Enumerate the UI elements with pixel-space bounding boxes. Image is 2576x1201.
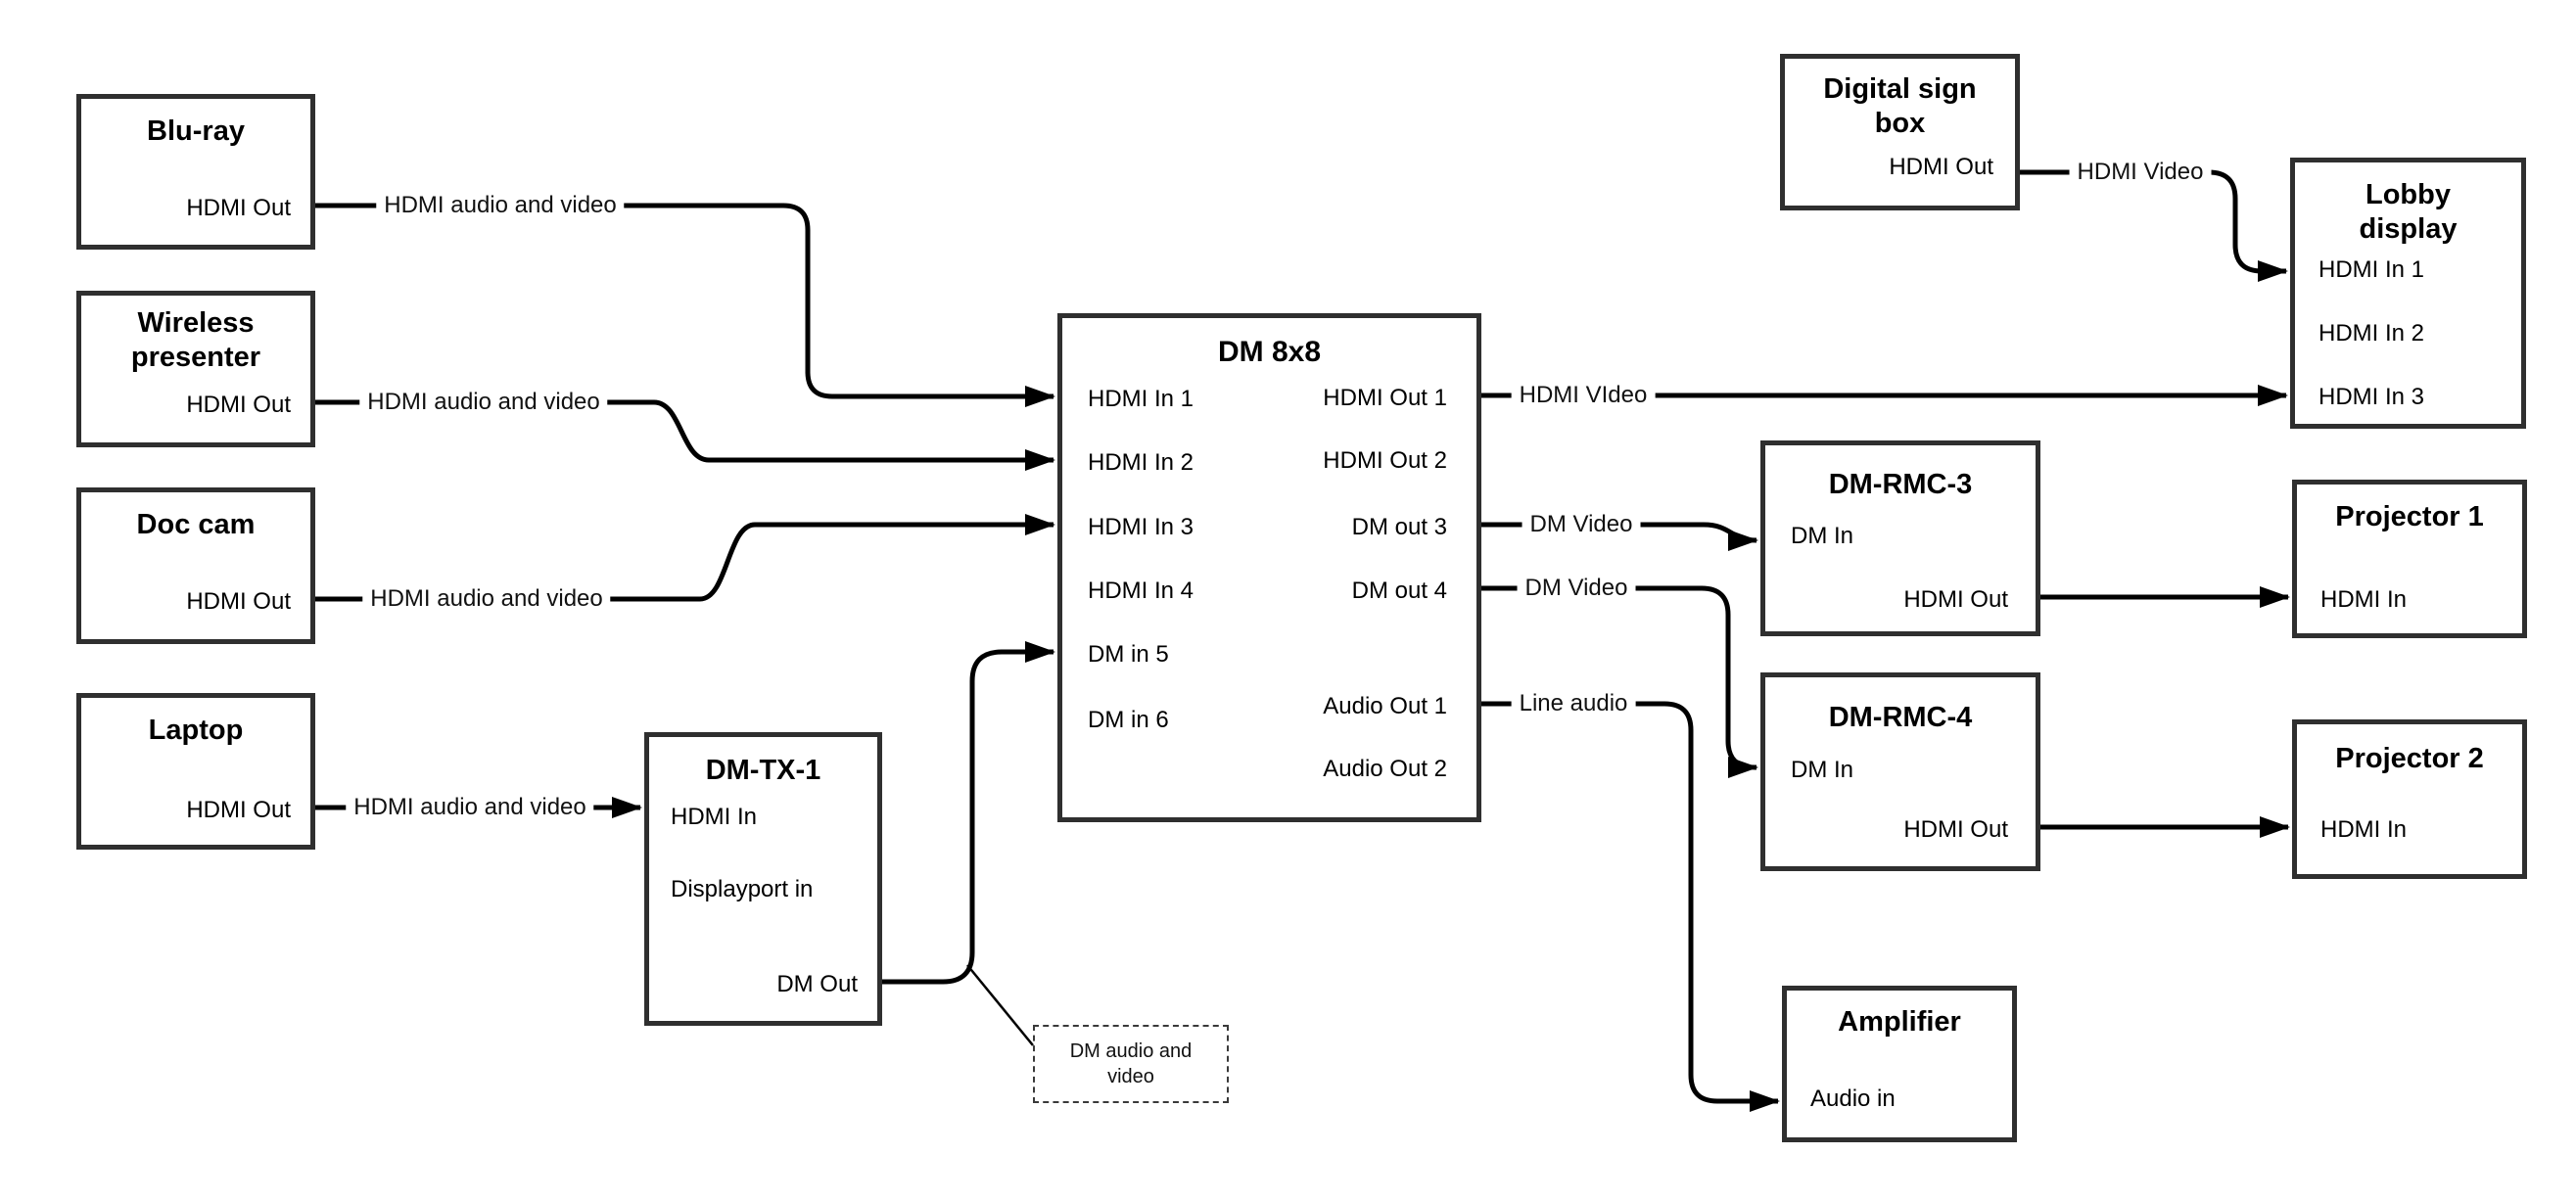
port-dmtx1-hdmi-in: HDMI In: [671, 804, 758, 830]
port-dm8x8-dm-in-5: DM in 5: [1088, 641, 1169, 668]
node-dmrmc4-title: DM-RMC-4: [1828, 702, 1973, 733]
node-amplifier: Amplifier Audio in: [1782, 986, 2017, 1142]
annotation-callout-line: [966, 964, 1034, 1046]
node-wireless-title-line1: Wireless: [137, 307, 255, 339]
port-digital-sign-hdmi-out: HDMI Out: [1889, 154, 1993, 180]
cable-label-wireless-hdmi-audio-video: HDMI audio and video: [359, 389, 608, 416]
annotation-line2: video: [1107, 1066, 1154, 1087]
port-projector1-hdmi-in: HDMI In: [2320, 586, 2408, 613]
node-laptop: Laptop HDMI Out: [76, 693, 315, 850]
port-dmrmc4-hdmi-out: HDMI Out: [1903, 816, 2008, 843]
node-dmrmc4: DM-RMC-4 DM In HDMI Out: [1760, 672, 2040, 871]
annotation-dm-audio-and-video: DM audio and video: [1033, 1025, 1229, 1103]
port-dm8x8-audio-out-2: Audio Out 2: [1323, 756, 1447, 782]
port-lobby-hdmi-in-1: HDMI In 1: [2318, 256, 2425, 283]
port-dm8x8-dm-out-4: DM out 4: [1351, 577, 1447, 604]
port-wireless-hdmi-out: HDMI Out: [186, 392, 291, 418]
node-digital-sign-title: Digital sign box: [1785, 72, 2015, 141]
node-bluray-title: Blu-ray: [147, 115, 245, 147]
node-digital-sign-title-line2: box: [1874, 108, 1926, 139]
node-digital-sign: Digital sign box HDMI Out: [1780, 54, 2020, 210]
cable-bluray-to-dm8x8-in1: [315, 203, 1055, 407]
node-dm8x8-title: DM 8x8: [1217, 336, 1322, 368]
cable-label-line-audio: Line audio: [1511, 690, 1636, 717]
cable-dmtx1-to-dm8x8-in5: [882, 641, 1055, 985]
port-dm8x8-audio-out-1: Audio Out 1: [1323, 693, 1447, 719]
node-wireless-title: Wireless presenter: [81, 306, 310, 375]
node-digital-sign-title-line1: Digital sign: [1823, 73, 1977, 105]
node-projector2: Projector 2 HDMI In: [2292, 719, 2527, 879]
port-lobby-hdmi-in-3: HDMI In 3: [2318, 384, 2425, 410]
port-bluray-hdmi-out: HDMI Out: [186, 195, 291, 221]
port-laptop-hdmi-out: HDMI Out: [186, 797, 291, 823]
port-dmtx1-displayport-in: Displayport in: [671, 876, 814, 902]
cable-label-digital-sign-hdmi-video: HDMI Video: [2069, 159, 2212, 186]
port-dm8x8-hdmi-in-2: HDMI In 2: [1088, 449, 1194, 476]
cable-digitalsign-to-lobby-in1: [2020, 169, 2288, 282]
node-dm8x8: DM 8x8 HDMI In 1 HDMI In 2 HDMI In 3 HDM…: [1057, 313, 1481, 822]
cable-dm8x8-out4-to-dmrmc4: [1481, 585, 1758, 778]
port-dmtx1-dm-out: DM Out: [776, 971, 858, 997]
cable-label-dm-video-out4: DM Video: [1517, 575, 1636, 602]
port-dmrmc4-dm-in: DM In: [1791, 757, 1854, 783]
node-bluray: Blu-ray HDMI Out: [76, 94, 315, 250]
port-dm8x8-hdmi-in-3: HDMI In 3: [1088, 514, 1194, 540]
port-dm8x8-hdmi-out-1: HDMI Out 1: [1323, 385, 1447, 411]
node-lobby-title-line2: display: [2359, 213, 2458, 245]
annotation-line1: DM audio and: [1069, 1040, 1193, 1062]
node-wireless-title-line2: presenter: [130, 342, 261, 373]
node-projector1: Projector 1 HDMI In: [2292, 480, 2527, 638]
cable-label-hdmi-video-out1: HDMI VIdeo: [1511, 382, 1656, 409]
node-dmrmc3: DM-RMC-3 DM In HDMI Out: [1760, 440, 2040, 636]
cable-dm8x8-audio1-to-amplifier: [1481, 701, 1780, 1112]
node-dmtx1-title: DM-TX-1: [705, 755, 821, 786]
port-projector2-hdmi-in: HDMI In: [2320, 816, 2408, 843]
port-amplifier-audio-in: Audio in: [1810, 1086, 1896, 1112]
cable-label-laptop-hdmi-audio-video: HDMI audio and video: [346, 794, 594, 821]
node-lobby-title: Lobby display: [2295, 178, 2521, 247]
port-dm8x8-dm-in-6: DM in 6: [1088, 707, 1169, 733]
node-doccam: Doc cam HDMI Out: [76, 487, 315, 644]
node-projector1-title: Projector 1: [2335, 501, 2484, 532]
node-lobby-title-line1: Lobby: [2365, 179, 2451, 210]
node-laptop-title: Laptop: [148, 715, 244, 746]
node-doccam-title: Doc cam: [136, 509, 256, 540]
node-dmrmc3-title: DM-RMC-3: [1828, 469, 1973, 500]
port-dm8x8-dm-out-3: DM out 3: [1351, 514, 1447, 540]
port-lobby-hdmi-in-2: HDMI In 2: [2318, 320, 2425, 346]
port-dm8x8-hdmi-in-1: HDMI In 1: [1088, 386, 1194, 412]
port-dm8x8-hdmi-out-2: HDMI Out 2: [1323, 447, 1447, 474]
port-dm8x8-hdmi-in-4: HDMI In 4: [1088, 577, 1194, 604]
node-projector2-title: Projector 2: [2335, 743, 2484, 774]
node-amplifier-title: Amplifier: [1838, 1006, 1961, 1038]
port-dmrmc3-hdmi-out: HDMI Out: [1903, 586, 2008, 613]
cable-label-bluray-hdmi-audio-video: HDMI audio and video: [376, 192, 625, 219]
port-doccam-hdmi-out: HDMI Out: [186, 588, 291, 615]
port-dmrmc3-dm-in: DM In: [1791, 523, 1854, 549]
node-lobby-display: Lobby display HDMI In 1 HDMI In 2 HDMI I…: [2290, 158, 2526, 429]
node-dmtx1: DM-TX-1 HDMI In Displayport in DM Out: [644, 732, 882, 1026]
cable-label-doccam-hdmi-audio-video: HDMI audio and video: [362, 585, 611, 613]
node-wireless-presenter: Wireless presenter HDMI Out: [76, 291, 315, 447]
cable-label-dm-video-out3: DM Video: [1522, 511, 1641, 538]
